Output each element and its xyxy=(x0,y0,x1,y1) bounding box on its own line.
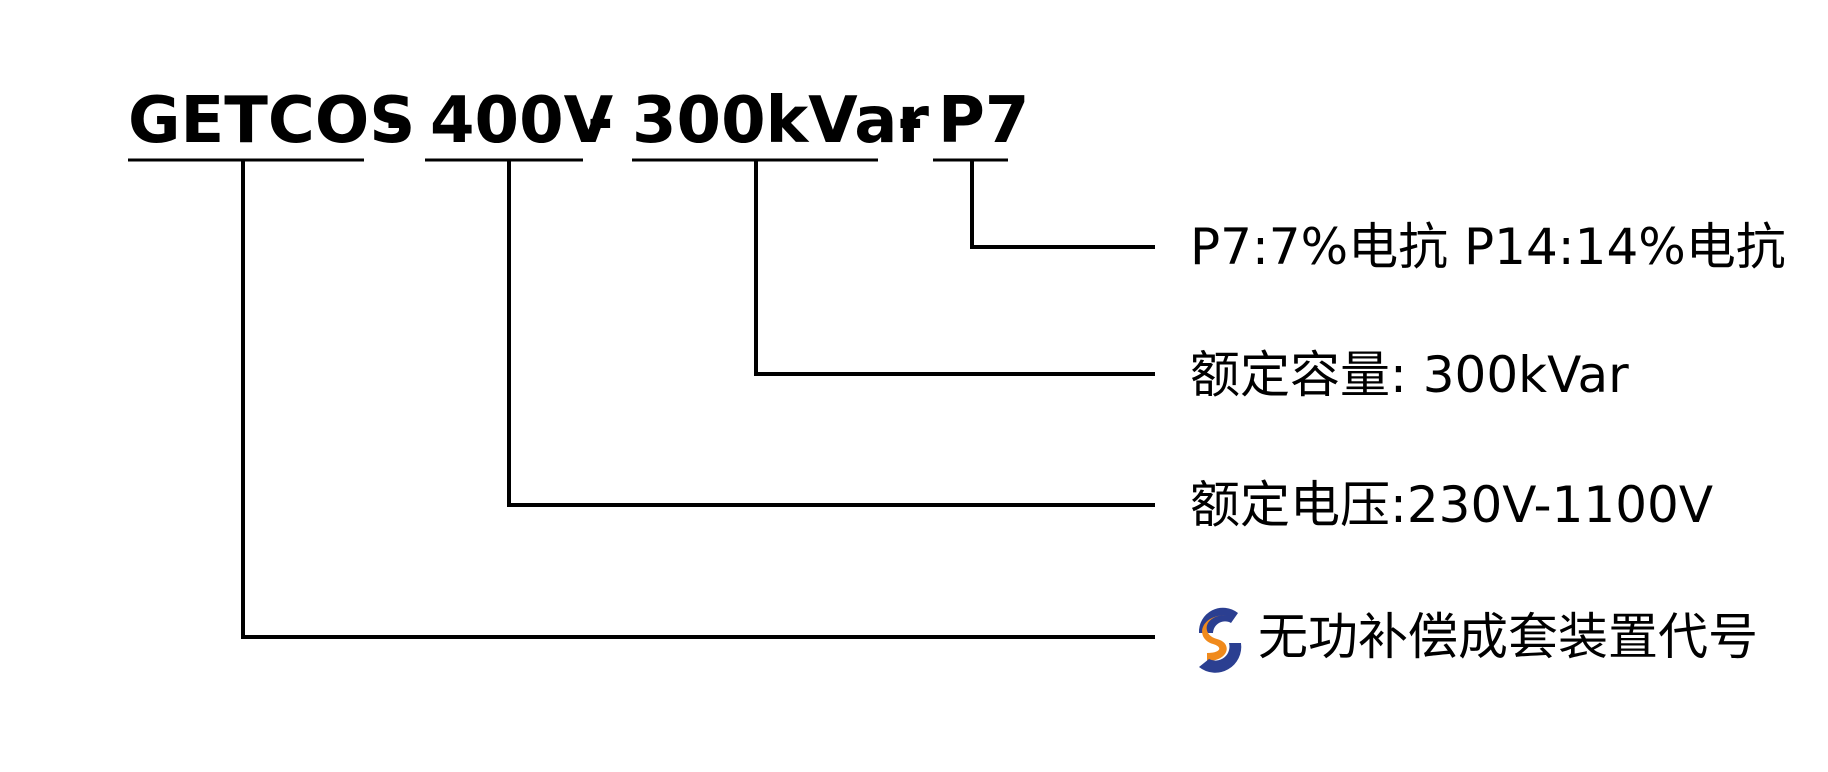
code-segment-reactor: P7 xyxy=(938,84,1029,158)
code-segment-series: GETCOS xyxy=(128,84,415,158)
connector-voltage xyxy=(507,160,1155,507)
desc-series: 无功补偿成套装置代号 xyxy=(1258,608,1758,666)
code-separator-2: - xyxy=(587,84,614,158)
code-segment-capacity: 300kVar xyxy=(632,84,929,158)
desc-capacity: 额定容量: 300kVar xyxy=(1190,346,1629,404)
connector-reactor xyxy=(970,160,1155,249)
company-logo-icon xyxy=(1198,607,1242,673)
connector-capacity xyxy=(754,160,1155,376)
desc-reactor: P7:7%电抗 P14:14%电抗 xyxy=(1190,218,1786,276)
code-separator-3: - xyxy=(897,84,924,158)
code-separator-1: - xyxy=(385,84,412,158)
connector-series xyxy=(241,160,1155,639)
code-segment-voltage: 400V xyxy=(430,84,614,158)
desc-voltage: 额定电压:230V-1100V xyxy=(1190,476,1713,534)
